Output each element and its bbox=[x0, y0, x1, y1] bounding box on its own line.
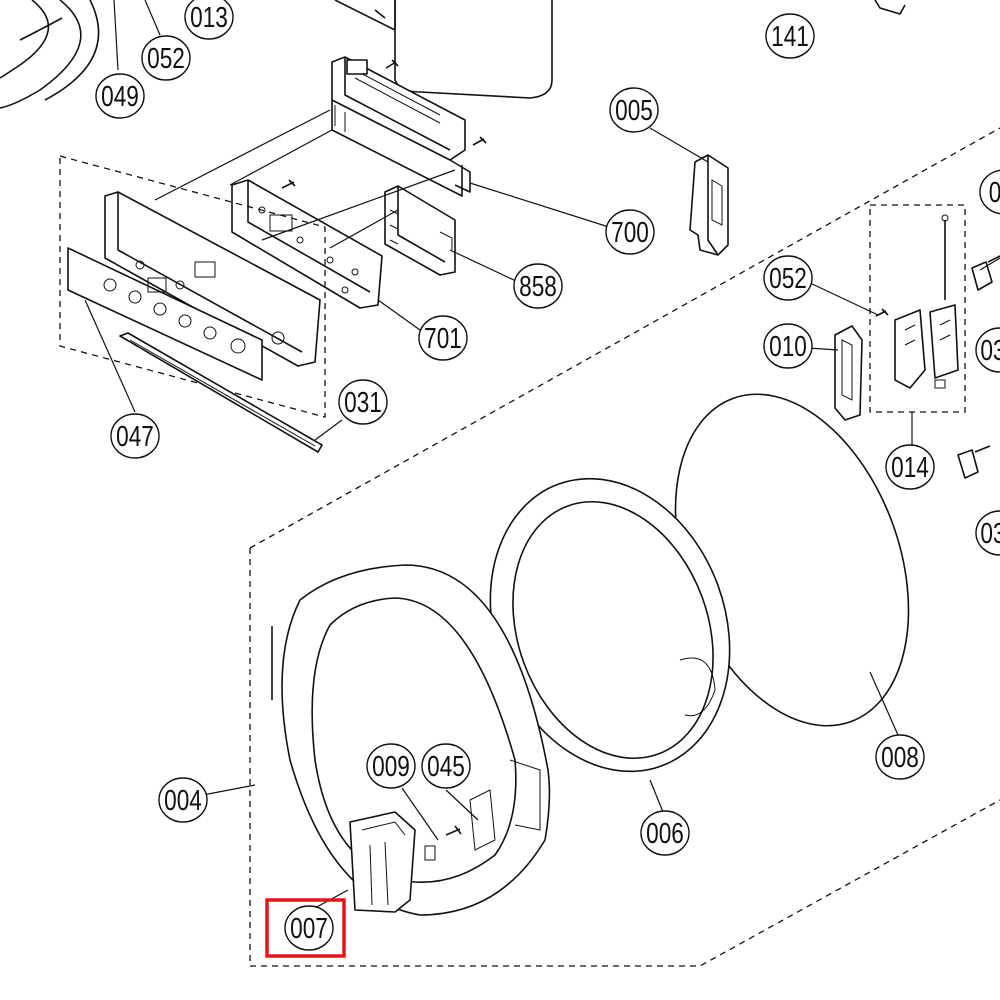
callout-label: 008 bbox=[881, 740, 919, 773]
drum-edge-part bbox=[0, 0, 100, 109]
callout-03-lower: 03 bbox=[975, 510, 1000, 556]
callout-031: 031 bbox=[338, 379, 388, 425]
callout-014: 014 bbox=[885, 444, 935, 490]
callout-701: 701 bbox=[418, 315, 468, 361]
callout-label: 004 bbox=[164, 783, 202, 816]
callout-label: 0 bbox=[989, 175, 1000, 208]
callout-049: 049 bbox=[95, 73, 145, 119]
callout-010: 010 bbox=[763, 323, 813, 369]
door-handle-007 bbox=[349, 811, 416, 913]
callout-label: 009 bbox=[372, 749, 410, 782]
callout-700: 700 bbox=[605, 209, 655, 255]
callout-label: 031 bbox=[344, 385, 382, 418]
door-assembly-boundary bbox=[249, 127, 1000, 967]
callout-045: 045 bbox=[421, 743, 471, 789]
assembly-lines bbox=[154, 109, 456, 249]
callout-label: 006 bbox=[646, 816, 684, 849]
lock-assembly-014 bbox=[869, 204, 966, 413]
callout-label: 052 bbox=[769, 261, 807, 294]
top-right-bracket bbox=[874, 0, 906, 15]
screw-700b bbox=[472, 136, 487, 146]
callout-label: 010 bbox=[769, 329, 807, 362]
callout-label: 701 bbox=[424, 321, 462, 354]
callout-label: 013 bbox=[190, 0, 228, 33]
lock-hook-010 bbox=[834, 325, 863, 421]
callout-label: 052 bbox=[147, 41, 185, 74]
callout-052: 052 bbox=[141, 35, 191, 81]
callout-0-top: 0 bbox=[979, 169, 1000, 215]
callout-label: 045 bbox=[427, 749, 465, 782]
callout-label: 858 bbox=[519, 269, 557, 302]
callout-047: 047 bbox=[110, 413, 160, 459]
callout-141: 141 bbox=[765, 13, 815, 59]
callout-004: 004 bbox=[158, 777, 208, 823]
highlight-box-007 bbox=[265, 898, 346, 958]
outer-door-frame-004 bbox=[271, 564, 551, 916]
callout-009: 009 bbox=[366, 743, 416, 789]
callout-label: 141 bbox=[771, 19, 809, 52]
callout-052-lock: 052 bbox=[763, 255, 813, 301]
callout-005: 005 bbox=[609, 87, 659, 133]
callout-label: 014 bbox=[891, 450, 929, 483]
trim-strip-031 bbox=[119, 332, 323, 453]
bracket-858 bbox=[384, 185, 456, 276]
screw-701 bbox=[281, 179, 296, 189]
callout-013: 013 bbox=[184, 0, 234, 40]
hinge-bracket-005 bbox=[689, 154, 729, 256]
callout-006: 006 bbox=[640, 810, 690, 856]
callout-03-upper: 03 bbox=[975, 327, 1000, 373]
callout-label: 03 bbox=[980, 516, 1000, 549]
control-panel-047 bbox=[59, 155, 326, 418]
callout-label: 005 bbox=[615, 93, 653, 126]
callout-008: 008 bbox=[875, 734, 925, 780]
callout-label: 700 bbox=[611, 215, 649, 248]
callout-858: 858 bbox=[513, 263, 563, 309]
callout-007: 007 bbox=[284, 905, 334, 951]
screw-009 bbox=[424, 825, 462, 861]
callout-label: 007 bbox=[290, 911, 328, 944]
callout-label: 049 bbox=[101, 79, 139, 112]
right-edge-parts bbox=[957, 255, 1000, 479]
leader-lines bbox=[84, 0, 1000, 909]
control-board-700 bbox=[331, 56, 471, 197]
callout-label: 047 bbox=[116, 419, 154, 452]
screw-700a bbox=[385, 59, 399, 69]
callout-label: 03 bbox=[980, 333, 1000, 366]
